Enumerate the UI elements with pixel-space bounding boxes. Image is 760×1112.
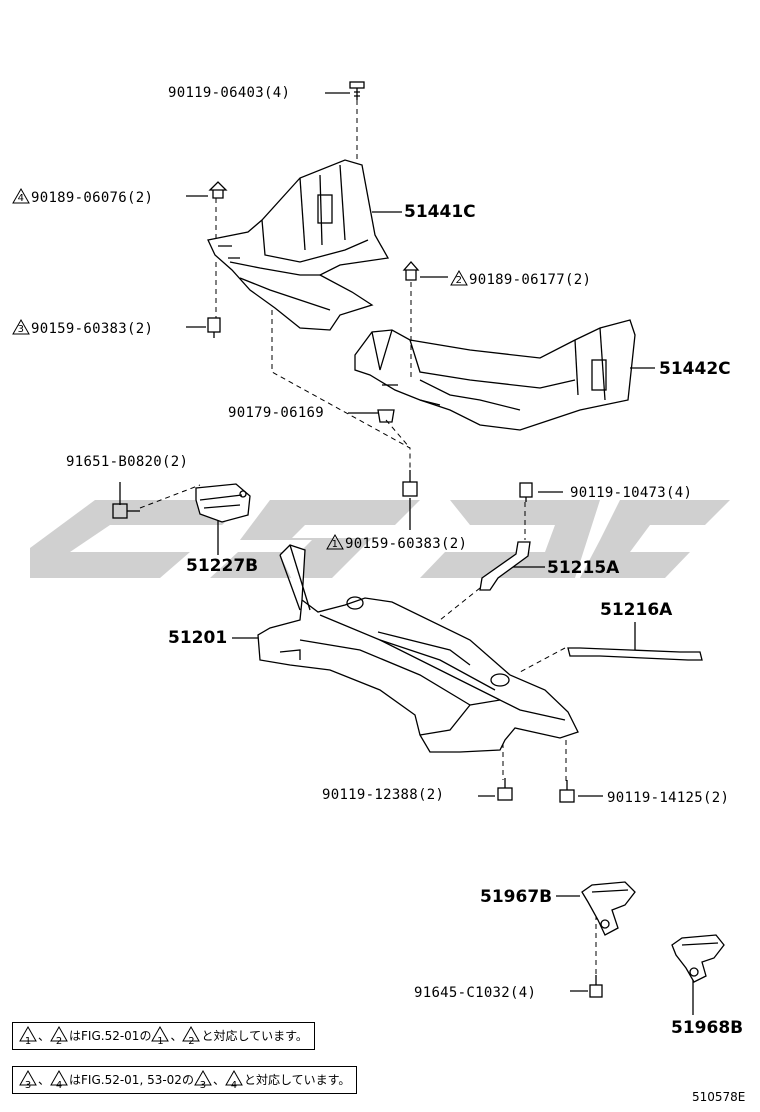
strap-51215a [479, 541, 531, 591]
engine-under-cover-rh [207, 159, 390, 331]
note-triangle-icon: 1 [326, 534, 344, 550]
note-triangle-icon: 3 [194, 1070, 212, 1091]
label-90119-14125: 90119-14125(2) [607, 790, 730, 806]
note-triangle-icon: 4 [50, 1070, 68, 1091]
engine-under-cover-lh [354, 319, 636, 431]
note-triangle-icon: 4 [225, 1070, 243, 1091]
bolt-90119-14125 [559, 780, 575, 803]
label-51216a: 51216A [600, 600, 673, 620]
note-triangle-icon: 3 [19, 1070, 37, 1091]
label-51201: 51201 [168, 628, 228, 648]
label-51215a: 51215A [547, 558, 620, 578]
bolt-90159-60383-lower [402, 470, 418, 497]
label-90179-06169: 90179-06169 [228, 405, 325, 421]
label-90119-06403: 90119-06403(4) [168, 85, 291, 101]
label-51968b: 51968B [671, 1018, 744, 1038]
label-51227b: 51227B [186, 556, 259, 576]
bar-51216a [567, 647, 703, 661]
watermark-logo [30, 500, 730, 578]
clip-90189-06076 [208, 181, 228, 199]
bolt-91651-b0820 [112, 503, 140, 519]
bolt-90119-12388 [497, 778, 513, 801]
note-triangle-icon: 1 [19, 1026, 37, 1047]
bolt-91645-c1032 [589, 975, 603, 998]
label-91651-b0820: 91651-B0820(2) [66, 454, 189, 470]
label-51441c: 51441C [404, 202, 476, 222]
note-triangle-icon: 3 [12, 319, 30, 335]
note-triangle-icon: 4 [12, 188, 30, 204]
bracket-51227b [195, 483, 251, 523]
label-90119-10473: 90119-10473(4) [570, 485, 693, 501]
bolt-90119-06403 [349, 81, 365, 100]
clip-90189-06177 [402, 261, 420, 281]
label-90119-12388: 90119-12388(2) [322, 787, 445, 803]
note-triangle-icon: 2 [182, 1026, 201, 1047]
bracket-51967b [581, 881, 636, 936]
front-suspension-crossmember [257, 544, 579, 753]
note-triangle-icon: 2 [450, 270, 468, 286]
note-triangle-icon: 1 [151, 1026, 170, 1047]
note-triangle-icon: 2 [50, 1026, 68, 1047]
label-51442c: 51442C [659, 359, 731, 379]
figure-code: 510578E [692, 1090, 746, 1104]
bolt-90159-60383-upper [207, 317, 221, 338]
nut-90179-06169 [377, 409, 395, 423]
bolt-90119-10473 [519, 482, 533, 502]
label-91645-c1032: 91645-C1032(4) [414, 985, 537, 1001]
label-51967b: 51967B [480, 887, 553, 907]
bracket-51968b [671, 934, 725, 983]
